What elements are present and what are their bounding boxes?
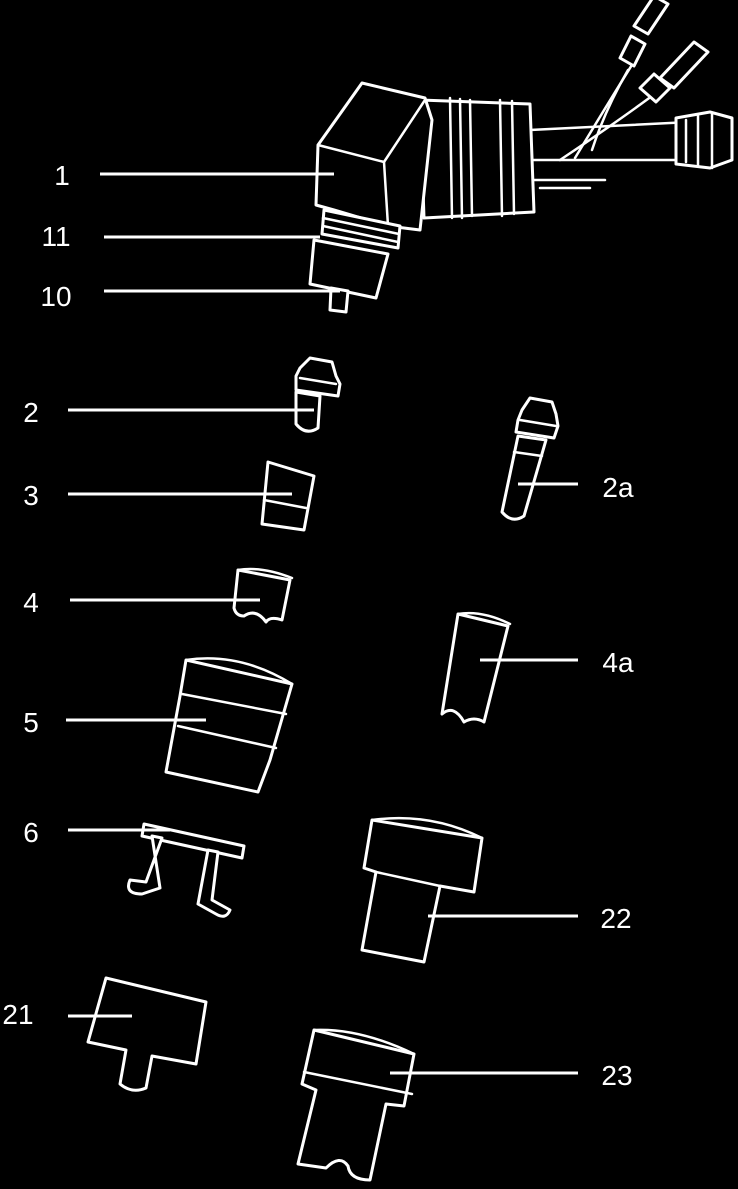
- part-2a-long-electrode: [500, 396, 560, 521]
- label-21: 21: [2, 999, 33, 1030]
- part-2-electrode: [294, 356, 342, 433]
- label-2: 2: [23, 397, 39, 428]
- part-22-wide-cap: [360, 816, 484, 964]
- label-23: 23: [601, 1060, 632, 1091]
- part-21-t-guide: [86, 976, 208, 1092]
- label-11: 11: [41, 221, 70, 252]
- label-2a: 2a: [602, 472, 634, 503]
- callout-lines: [66, 172, 578, 1075]
- label-22: 22: [600, 903, 631, 934]
- part-3-sleeve: [260, 460, 316, 532]
- part-5-shroud: [164, 657, 294, 794]
- part-4-nozzle: [232, 567, 294, 624]
- callout-labels: 1 11 10 2 2a 3 4 4a 5 6 22 21 23: [2, 160, 634, 1091]
- label-10: 10: [40, 281, 71, 312]
- label-4a: 4a: [602, 647, 634, 678]
- part-6-spacer: [127, 822, 246, 918]
- label-4: 4: [23, 587, 39, 618]
- part-23-forked-cap: [296, 1028, 416, 1182]
- label-5: 5: [23, 707, 39, 738]
- label-3: 3: [23, 480, 39, 511]
- label-1: 1: [54, 160, 70, 191]
- part-4a-long-nozzle: [440, 611, 512, 724]
- part-torch-head: [308, 0, 734, 314]
- label-6: 6: [23, 817, 39, 848]
